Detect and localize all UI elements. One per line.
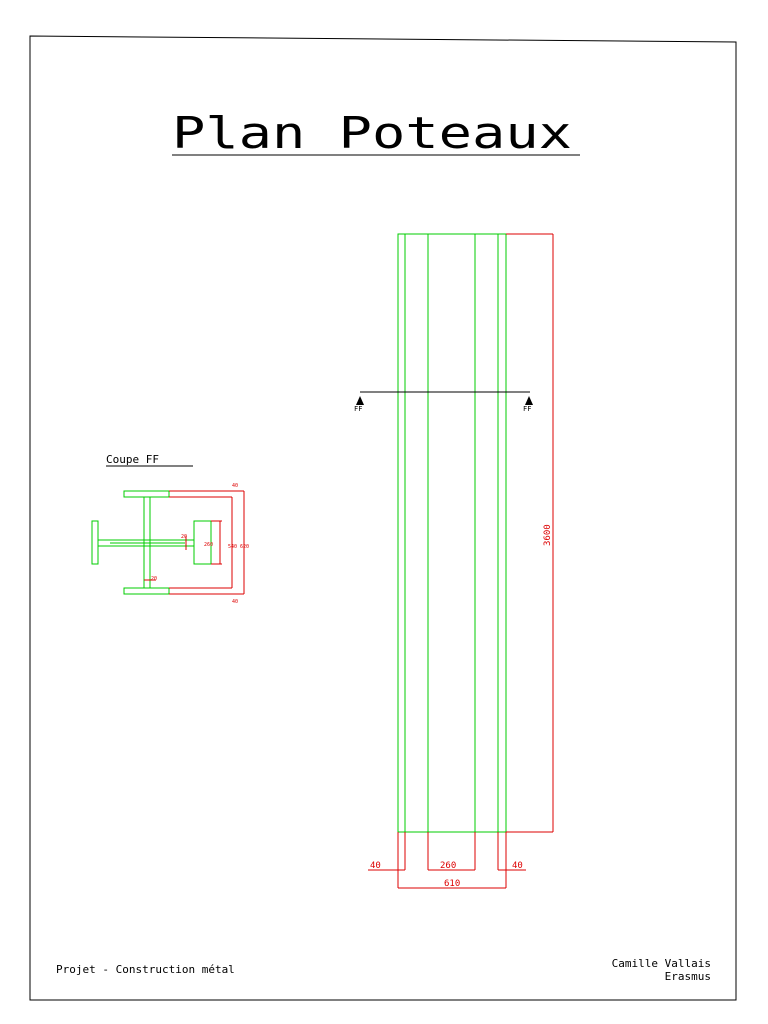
dim-flange-top: 40 xyxy=(232,483,238,489)
right-flange xyxy=(193,520,212,565)
drawing-title: Plan Poteaux xyxy=(172,108,572,159)
dim-bottom-right: 40 xyxy=(512,861,523,871)
dim-flange-bottom: 40 xyxy=(232,599,238,605)
top-flange xyxy=(123,490,170,498)
bottom-dimensions xyxy=(368,832,526,889)
left-flange xyxy=(91,520,99,565)
dim-bottom-total: 610 xyxy=(444,879,460,889)
dim-web-a: 20 xyxy=(181,534,187,540)
section-cut-line: FF FF xyxy=(354,391,533,413)
dim-inner-a: 260 xyxy=(204,542,213,548)
footer-program: Erasmus xyxy=(665,970,711,983)
dim-overall: 620 xyxy=(240,544,249,550)
sheet-frame xyxy=(29,35,737,1001)
dim-height: 3600 xyxy=(543,524,553,546)
section-label: Coupe FF xyxy=(106,453,159,466)
cut-mark-left: FF xyxy=(354,405,362,413)
bottom-flange xyxy=(123,587,170,595)
column-outline xyxy=(397,233,507,833)
dim-bottom-middle: 260 xyxy=(440,861,456,871)
section-dimensions xyxy=(144,490,245,595)
section-dim-labels: 40 40 620 540 260 20 20 xyxy=(151,483,249,605)
footer-author: Camille Vallais xyxy=(612,957,711,970)
dim-inner-b: 540 xyxy=(228,544,237,550)
cut-arrow-left xyxy=(356,396,364,405)
dim-bottom-left: 40 xyxy=(370,861,381,871)
cut-mark-right: FF xyxy=(523,405,531,413)
column-elevation xyxy=(397,233,507,833)
footer-project: Projet - Construction métal xyxy=(56,963,235,976)
cut-arrow-right xyxy=(525,396,533,405)
column-cross-section xyxy=(91,490,212,595)
dim-web-b: 20 xyxy=(151,576,157,582)
height-dimension xyxy=(506,233,554,833)
